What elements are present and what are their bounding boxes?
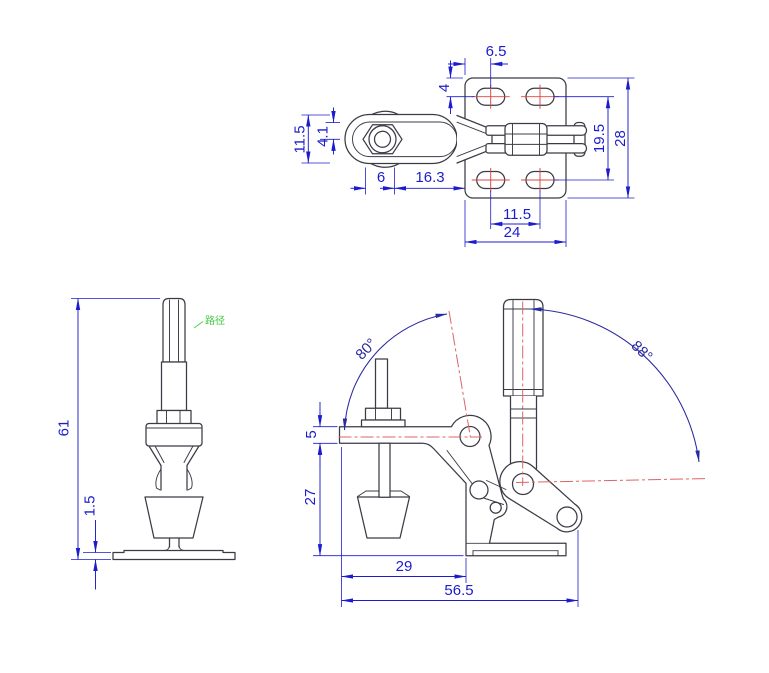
small-pin-hole <box>489 501 502 514</box>
spindle-rod-side <box>162 297 186 363</box>
hex-nut-side <box>156 409 192 425</box>
front-view-part <box>338 298 583 557</box>
dim-label: 19.5 <box>591 124 608 153</box>
dim-hole-pitch-h: 11.5 <box>490 190 541 229</box>
dim-label: 11.5 <box>503 206 531 223</box>
watermark-text: 路径 <box>205 314 225 327</box>
dim-overall-length: 56.5 <box>341 530 579 607</box>
dim-label: 24 <box>504 224 521 241</box>
toggle-body-side <box>148 445 200 491</box>
dim-label: 1.5 <box>82 496 99 517</box>
arm-end-side <box>145 422 203 447</box>
dim-hole-pitch-v: 19.5 <box>553 96 614 181</box>
dim-arm-width: 11.5 <box>292 114 330 164</box>
dim-label: 4.1 <box>315 126 332 147</box>
rubber-pad-front <box>356 496 411 539</box>
angle-arc-80 <box>342 313 448 431</box>
dim-plate-height: 28 <box>567 77 635 199</box>
spindle-rod-front <box>374 358 389 409</box>
dim-label: 11.5 <box>292 125 309 153</box>
spindle-nut-front <box>364 407 402 421</box>
angle-label-88: 88° <box>628 337 656 365</box>
hole-center-marks <box>471 84 559 192</box>
front-view: 80° 88° 5 27 29 56.5 <box>302 298 709 607</box>
top-view: 6.5 4 11.5 4.1 <box>292 43 635 247</box>
dim-label: 6.5 <box>486 43 507 60</box>
handle-open-line <box>515 478 709 483</box>
dim-edge-to-hole: 6.5 <box>448 43 508 88</box>
dim-label: 27 <box>302 489 319 506</box>
watermark: 路径 <box>193 314 225 329</box>
spindle-washer-front <box>360 419 406 428</box>
base-plate-side <box>112 549 236 561</box>
pivot-block <box>504 122 548 156</box>
dim-label: 29 <box>396 558 413 575</box>
spindle-sleeve-side <box>160 361 188 412</box>
pad-stem-side <box>163 537 185 551</box>
dim-arm-half: 4.1 <box>315 107 340 155</box>
dim-label: 5 <box>303 430 320 438</box>
top-view-dimensions: 6.5 4 11.5 4.1 <box>292 43 635 247</box>
side-view: 61 1.5 路径 <box>56 297 236 590</box>
side-view-dimensions: 61 1.5 路径 <box>56 298 225 590</box>
construction-lines <box>338 301 709 486</box>
spindle-bore <box>373 130 392 148</box>
spindle-lower-front <box>378 442 391 498</box>
dim-overall-height: 61 <box>56 298 160 560</box>
dim-arm-to-plate: 16.3 <box>394 169 466 191</box>
dim-bushing: 6 <box>350 167 395 195</box>
front-view-dimensions: 5 27 29 56.5 <box>302 402 579 607</box>
dim-label: 16.3 <box>415 169 444 186</box>
dim-top-to-hole: 4 <box>436 60 475 114</box>
dim-label: 6 <box>377 169 385 186</box>
dim-label: 56.5 <box>444 582 473 599</box>
side-view-part <box>112 297 236 561</box>
handle-grip <box>502 298 544 397</box>
bar-open-line <box>448 310 471 438</box>
dim-label: 61 <box>56 420 73 437</box>
dim-label: 28 <box>612 130 629 147</box>
dim-label: 4 <box>436 84 453 92</box>
angle-arc-88 <box>529 307 700 463</box>
dim-arm-to-base: 27 <box>302 442 464 557</box>
dim-plate-width: 24 <box>464 200 567 247</box>
dim-base-length: 29 <box>341 447 467 607</box>
mid-pivot-hole <box>469 480 489 500</box>
top-view-part <box>344 77 588 199</box>
link-end-hole <box>556 506 578 528</box>
dim-base-thickness: 1.5 <box>82 496 111 590</box>
rubber-pad-side <box>144 496 204 539</box>
